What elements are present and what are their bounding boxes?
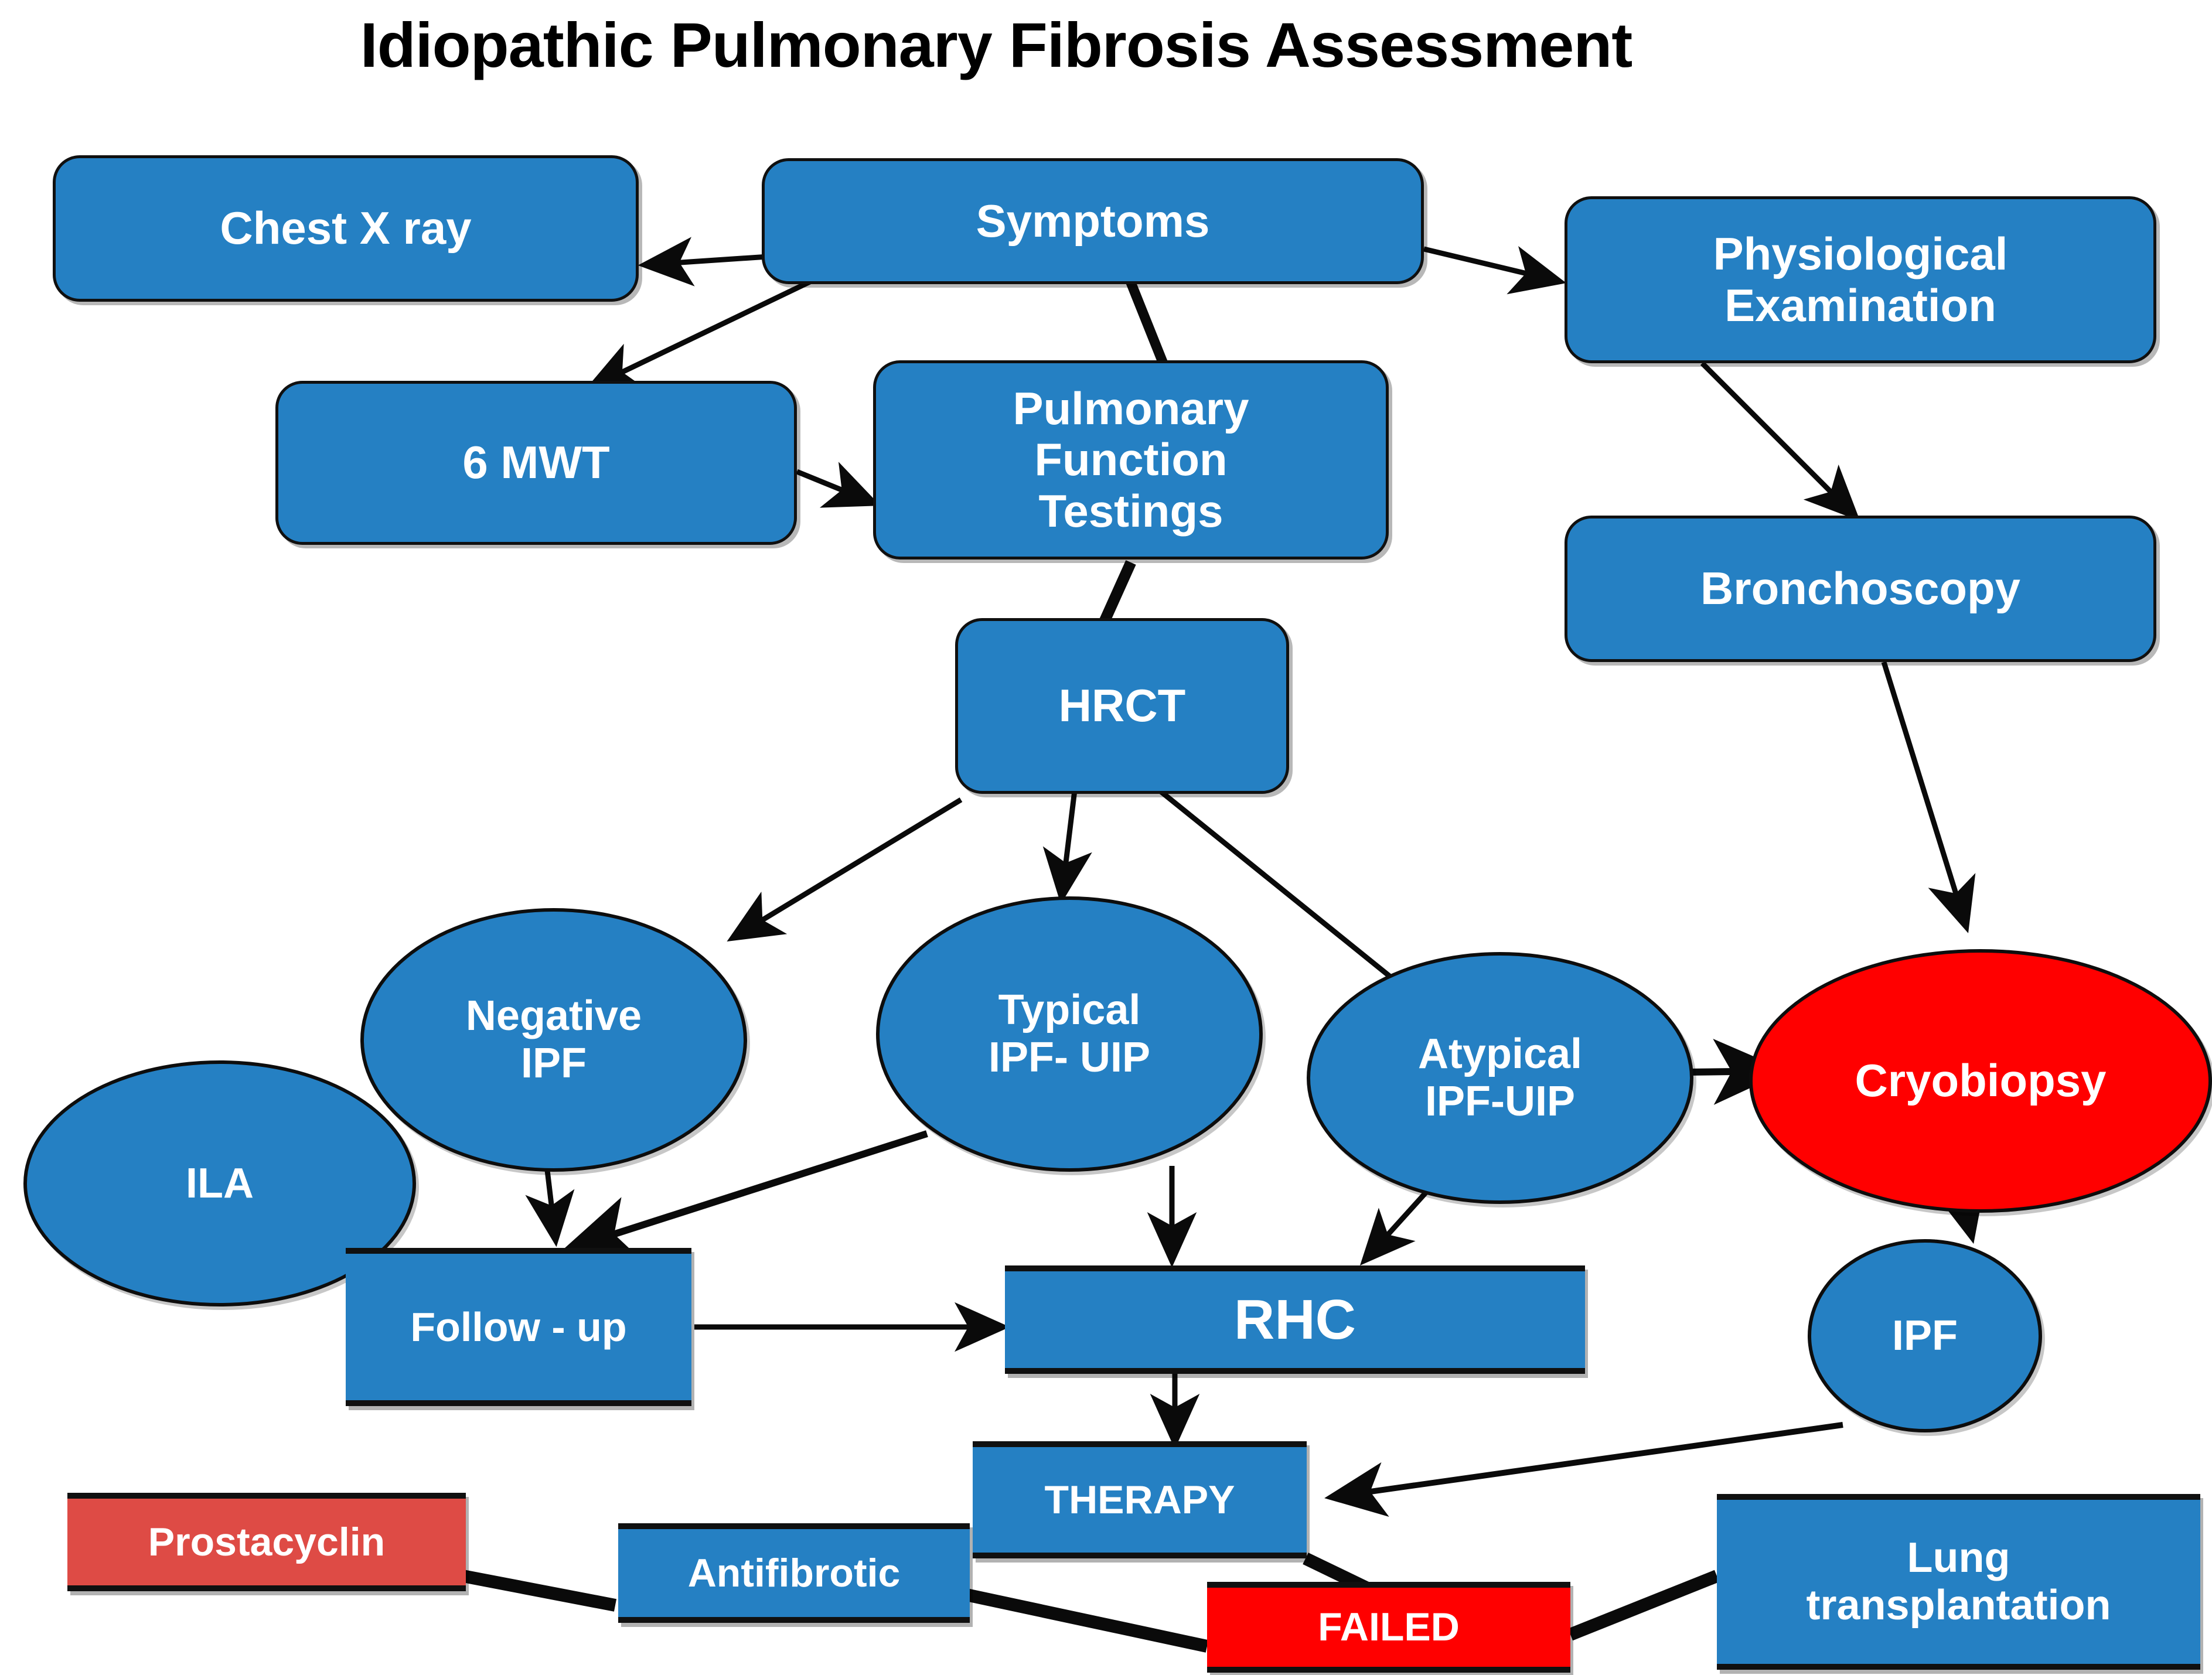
node-pft-line2: Function [1034,434,1228,486]
node-chest-xray[interactable]: Chest X ray [53,155,639,302]
node-hrct-label: HRCT [1058,680,1186,732]
node-typical-line2: IPF- UIP [988,1034,1150,1081]
node-rhc-label: RHC [1234,1288,1356,1351]
edge-symptoms-to-physiological-examination [1423,246,1567,295]
node-negative-ipf-line2: IPF [520,1040,587,1087]
node-cryobiopsy-label: Cryobiopsy [1855,1055,2107,1107]
node-followup-label: Follow - up [410,1304,627,1350]
node-pft-line1: Pulmonary [1013,382,1249,434]
node-atypical-ipf-uip[interactable]: Atypical IPF-UIP [1307,952,1693,1204]
node-failed[interactable]: FAILED [1207,1582,1570,1673]
edge-6mwt-to-pft [796,462,881,508]
node-lung-transplantation-line1: Lung [1907,1534,2010,1582]
node-pulmonary-function-testings[interactable]: Pulmonary Function Testings [873,360,1389,560]
edge-antifibrotic-to-failed [959,1587,1209,1653]
node-bronchoscopy[interactable]: Bronchoscopy [1565,516,2156,662]
edge-hrct-to-negative-ipf [727,797,963,941]
edge-physiological-examination-to-bronchoscopy [1700,361,1860,521]
node-rhc[interactable]: RHC [1005,1265,1585,1374]
node-hrct[interactable]: HRCT [955,618,1289,794]
node-antifibrotic-label: Antifibrotic [687,1550,901,1595]
edge-bronchoscopy-to-cryobiopsy [1881,661,1976,933]
node-chest-xray-label: Chest X ray [220,202,472,254]
node-typical-line1: Typical [998,987,1141,1034]
node-negative-ipf-line1: Negative [465,992,642,1040]
node-physiological-examination-line1: Physiological [1713,228,2008,280]
node-negative-ipf[interactable]: Negative IPF [360,908,747,1172]
page-title: Idiopathic Pulmonary Fibrosis Assessment [360,9,1633,80]
edge-failed-to-lung-transplantation [1567,1570,1720,1641]
node-6mwt-label: 6 MWT [462,436,610,489]
node-cryobiopsy[interactable]: Cryobiopsy [1749,949,2212,1213]
edge-ipf-to-therapy [1324,1422,1843,1517]
node-therapy[interactable]: THERAPY [973,1441,1307,1558]
node-ipf[interactable]: IPF [1808,1239,2042,1432]
node-prostacyclin[interactable]: Prostacyclin [67,1493,466,1591]
node-atypical-line1: Atypical [1417,1031,1583,1078]
edge-prostacyclin-to-antifibrotic [461,1570,617,1612]
node-symptoms[interactable]: Symptoms [762,158,1424,284]
node-pft-line3: Testings [1038,485,1223,537]
node-symptoms-label: Symptoms [976,195,1210,247]
node-therapy-label: THERAPY [1044,1477,1235,1522]
node-lung-transplantation-line2: transplantation [1806,1582,2111,1629]
edge-pft-to-hrct [1099,560,1136,623]
node-failed-label: FAILED [1318,1605,1460,1650]
node-ila-label: ILA [186,1159,254,1207]
node-typical-ipf-uip[interactable]: Typical IPF- UIP [876,896,1263,1172]
node-atypical-line2: IPF-UIP [1424,1078,1575,1125]
node-prostacyclin-label: Prostacyclin [148,1519,386,1564]
node-antifibrotic[interactable]: Antifibrotic [618,1523,970,1623]
node-followup[interactable]: Follow - up [346,1248,691,1406]
node-bronchoscopy-label: Bronchoscopy [1700,562,2021,615]
node-6mwt[interactable]: 6 MWT [275,381,797,545]
edge-symptoms-to-pft [1123,273,1168,366]
node-lung-transplantation[interactable]: Lung transplantation [1717,1494,2200,1670]
node-physiological-examination[interactable]: Physiological Examination [1565,196,2156,363]
node-physiological-examination-line2: Examination [1724,279,1996,331]
node-ipf-label: IPF [1891,1312,1958,1359]
